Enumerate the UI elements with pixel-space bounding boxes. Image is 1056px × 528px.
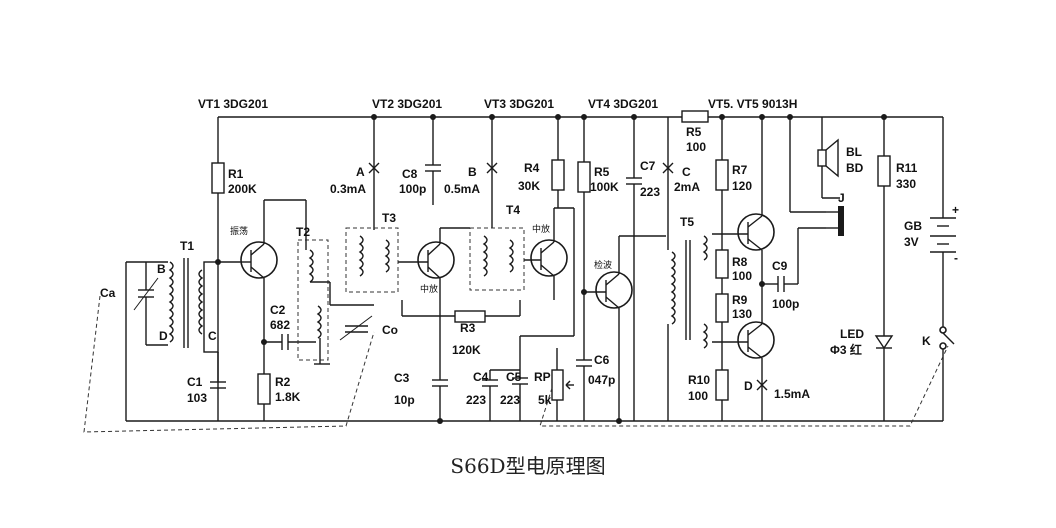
vt3-stage	[469, 117, 575, 421]
battery-plus: +	[952, 203, 959, 217]
t2-label: T2	[296, 225, 310, 239]
r10-value: 100	[688, 389, 708, 403]
c9-value: 100p	[772, 297, 799, 311]
r5a-label: R5	[594, 165, 610, 179]
r1-label: R1	[228, 167, 244, 181]
battery-minus: -	[954, 251, 958, 265]
speaker-jack	[789, 117, 844, 236]
t1-tap-d: D	[159, 329, 168, 343]
speaker-label-2: BD	[846, 161, 864, 175]
vt4-stage-mark: 检波	[594, 259, 612, 270]
c4-value: 223	[466, 393, 486, 407]
t3-label: T3	[382, 211, 396, 225]
test-point-crosses	[368, 162, 768, 391]
c4-label: C4	[473, 370, 489, 384]
test-point-a: A	[356, 165, 365, 179]
vt4-label: VT4 3DG201	[588, 97, 658, 111]
r9-value: 130	[732, 307, 752, 321]
battery-label: GB	[904, 219, 922, 233]
battery-value: 3V	[904, 235, 919, 249]
led-label: LED	[840, 327, 864, 341]
junction-dots	[215, 114, 887, 424]
c9-label: C9	[772, 259, 788, 273]
t5-label: T5	[680, 215, 694, 229]
t4-label: T4	[506, 203, 520, 217]
indicator-led	[874, 117, 894, 421]
r2-label: R2	[275, 375, 291, 389]
c6-value: 047p	[588, 373, 615, 387]
test-point-c: C	[682, 165, 691, 179]
c3-value: 10p	[394, 393, 415, 407]
vt2-label: VT2 3DG201	[372, 97, 442, 111]
c8-value: 100p	[399, 182, 426, 196]
r5a-value: 100K	[590, 180, 619, 194]
vt3-label: VT3 3DG201	[484, 97, 554, 111]
gang-linkages	[83, 295, 949, 433]
rp-value: 5k	[538, 393, 552, 407]
c7-label: C7	[640, 159, 656, 173]
test-point-d: D	[744, 379, 753, 393]
c3-label: C3	[394, 371, 410, 385]
t1-tap-c: C	[208, 329, 217, 343]
c5-value: 223	[500, 393, 520, 407]
r4-label: R4	[524, 161, 540, 175]
c7-value: 223	[640, 185, 660, 199]
ca-label: Ca	[100, 286, 116, 300]
r5b-label: R5	[686, 125, 702, 139]
t2-oscillator	[297, 200, 374, 365]
speaker-label: BL	[846, 145, 862, 159]
r1-value: 200K	[228, 182, 257, 196]
t5-transformer	[667, 235, 708, 421]
vt4-stage	[576, 117, 666, 421]
vt3-stage-mark: 中放	[532, 223, 550, 234]
r8-value: 100	[732, 269, 752, 283]
rp-label: RP	[534, 370, 551, 384]
test-point-b: B	[468, 165, 477, 179]
diagram-caption: S66D型电原理图	[450, 454, 606, 478]
r10-label: R10	[688, 373, 710, 387]
test-point-b-current: 0.5mA	[444, 182, 480, 196]
test-point-d-current: 1.5mA	[774, 387, 810, 401]
r5b-resistor	[681, 110, 709, 123]
vt1-stage	[210, 117, 316, 421]
c8-label: C8	[402, 167, 418, 181]
switch-label: K	[922, 334, 931, 348]
t1-tap-b: B	[157, 262, 166, 276]
jack-label: J	[838, 191, 845, 205]
vt2-stage-mark: 中放	[420, 283, 438, 294]
r7-value: 120	[732, 179, 752, 193]
battery-switch	[930, 217, 956, 350]
r11-value: 330	[896, 177, 916, 191]
vt2-stage	[345, 117, 470, 421]
input-tuning	[125, 258, 240, 421]
r7-label: R7	[732, 163, 748, 177]
r5b-value: 100	[686, 140, 706, 154]
r2-value: 1.8K	[275, 390, 301, 404]
led-value: Φ3 红	[830, 342, 862, 357]
vt1-stage-mark: 振荡	[230, 225, 248, 236]
c2-value: 682	[270, 318, 290, 332]
r3-label: R3	[460, 321, 476, 335]
r3-value: 120K	[452, 343, 481, 357]
vt5-push-pull	[712, 117, 826, 421]
rp-potentiometer	[551, 348, 574, 421]
test-point-a-current: 0.3mA	[330, 182, 366, 196]
r9-label: R9	[732, 293, 748, 307]
c6-label: C6	[594, 353, 610, 367]
vt56-label: VT5. VT5 9013H	[708, 97, 797, 111]
t1-label: T1	[180, 239, 194, 253]
co-label: Co	[382, 323, 398, 337]
c2-label: C2	[270, 303, 286, 317]
r11-label: R11	[896, 161, 918, 175]
c1-label: C1	[187, 375, 203, 389]
r4-value: 30K	[518, 179, 540, 193]
vt1-label: VT1 3DG201	[198, 97, 268, 111]
test-point-c-current: 2mA	[674, 180, 700, 194]
r8-label: R8	[732, 255, 748, 269]
c1-value: 103	[187, 391, 207, 405]
c5-label: C5	[506, 370, 522, 384]
